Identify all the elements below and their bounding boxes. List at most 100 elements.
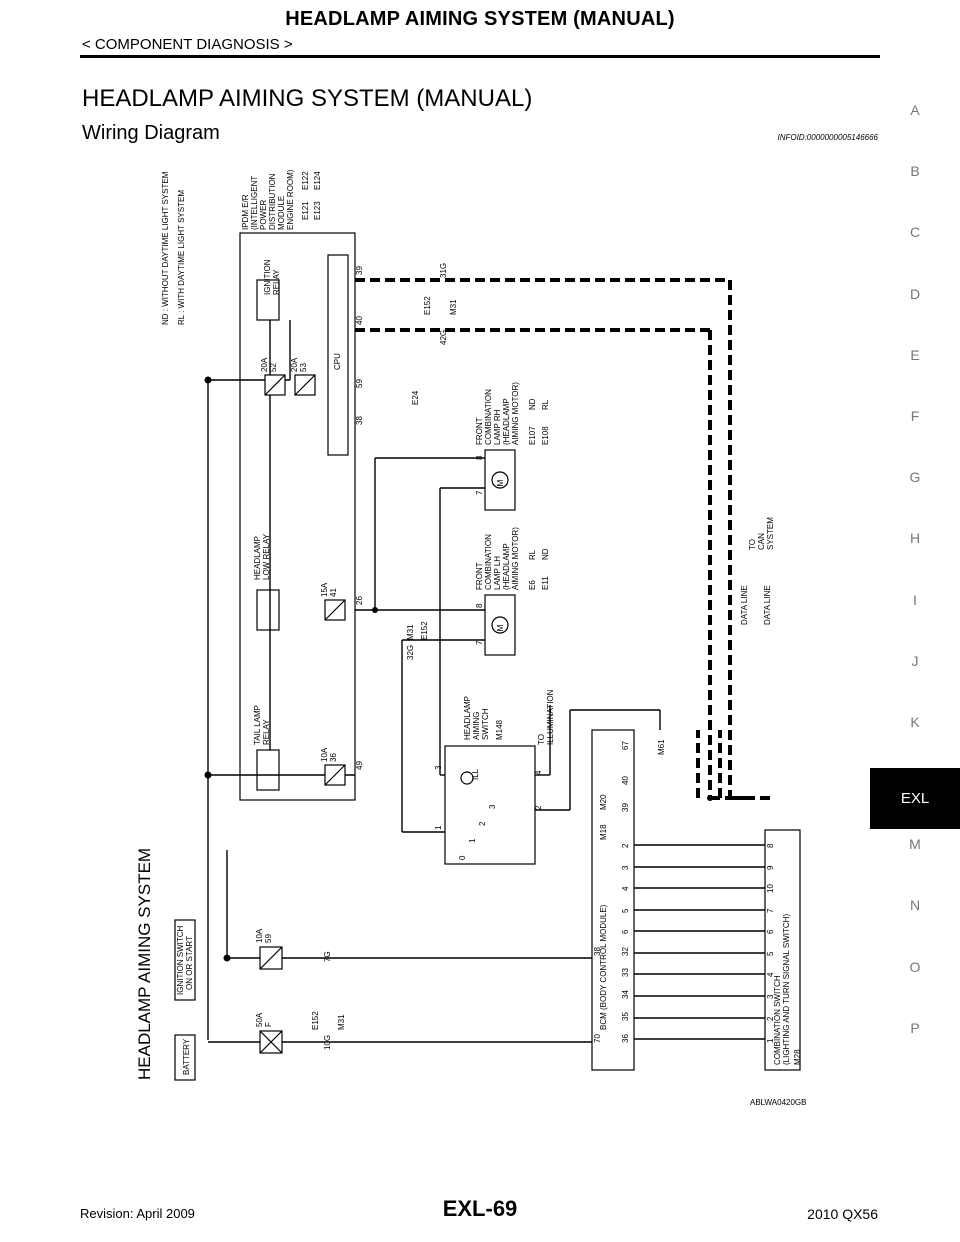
bcm-pin-33: 33	[621, 968, 630, 977]
side-index-k[interactable]: K	[910, 713, 920, 730]
side-index-h[interactable]: H	[909, 530, 921, 547]
fuse-53-num: 53	[299, 363, 308, 372]
term-32g: 32G	[406, 645, 415, 660]
side-index-g[interactable]: G	[909, 469, 921, 486]
fuse-41-num: 41	[329, 588, 338, 597]
bcm-pin-4: 4	[621, 886, 630, 891]
side-index-m[interactable]: M	[909, 836, 921, 853]
front-rh-label-4: AIMING MOTOR)	[511, 382, 520, 445]
ipdm-pin-38: 38	[355, 416, 364, 425]
term-31g: 31G	[439, 263, 448, 278]
ignition-switch-label-1: ON OR START	[185, 936, 194, 990]
ipdm-label-3: DISTRIBUTION	[268, 173, 277, 230]
bcm-box	[591, 729, 635, 1071]
motor-lh-pin-7: 7	[475, 640, 484, 645]
switch-pin-3: 3	[434, 765, 443, 770]
info-id: INFOID:0000000005146666	[777, 133, 878, 142]
side-index-f[interactable]: F	[910, 407, 920, 424]
ipdm-conn-e124: E124	[313, 171, 322, 190]
fuse-f-num: F	[264, 1022, 273, 1027]
combo-switch-box	[764, 829, 801, 1071]
ignition-switch-label-0: IGNITION SWITCH	[176, 925, 185, 995]
conn-e152-bot: E152	[311, 1011, 320, 1030]
front-rh-label-2: LAMP RH	[493, 409, 502, 445]
section-subtitle: Wiring Diagram	[82, 122, 220, 144]
fuse-59-rating: 10A	[255, 928, 264, 943]
side-index-d[interactable]: D	[909, 285, 921, 302]
aiming-switch-label-2: SWITCH	[481, 708, 490, 740]
front-rh-conn-e107: E107	[528, 426, 537, 445]
switch-pos-0: 0	[458, 855, 467, 860]
front-lh-label-3: (HEADLAMP	[502, 543, 511, 590]
front-lh-label-2: LAMP LH	[493, 556, 502, 590]
fuse-52-rating: 20A	[260, 357, 269, 372]
side-index-n[interactable]: N	[909, 897, 921, 914]
ipdm-label-4: MODULE	[277, 196, 286, 230]
ipdm-pin-26: 26	[355, 596, 364, 605]
bcm-pin-34: 34	[621, 990, 630, 999]
combo-switch-label-1: (LIGHTING AND TURN SIGNAL SWITCH)	[782, 914, 791, 1065]
to-can-1: CAN	[757, 533, 766, 550]
ipdm-pin-59: 59	[355, 379, 364, 388]
legend-nd: ND : WITHOUT DAYTIME LIGHT SYSTEM	[161, 171, 170, 325]
bcm-pin-3: 3	[621, 865, 630, 870]
combo-pin-5: 5	[766, 951, 775, 956]
front-lh-tag-rl: RL	[528, 549, 537, 560]
data-line-1: DATA LINE	[740, 585, 749, 625]
bcm-pin-36: 36	[621, 1034, 630, 1043]
side-index-e[interactable]: E	[910, 346, 920, 363]
bcm-pin-35: 35	[621, 1012, 630, 1021]
header-rule	[80, 55, 880, 58]
side-index-exl[interactable]: EXL	[870, 768, 960, 830]
term-7g: 7G	[323, 951, 332, 962]
switch-pos-3: 3	[488, 804, 497, 809]
conn-m31-bot: M31	[337, 1014, 346, 1030]
ipdm-box	[239, 232, 356, 801]
side-index-p[interactable]: P	[910, 1019, 920, 1036]
ipdm-conn-e122: E122	[301, 171, 310, 190]
aiming-switch-label-1: AIMING	[472, 712, 481, 740]
section-title: HEADLAMP AIMING SYSTEM (MANUAL)	[82, 85, 533, 112]
front-rh-tag-rl: RL	[541, 399, 550, 410]
side-index-a[interactable]: A	[910, 102, 920, 118]
motor-rh-symbol: M	[496, 479, 505, 486]
bcm-pin-67: 67	[621, 741, 630, 750]
fuse-36-num: 36	[329, 753, 338, 762]
ipdm-label-2: POWER	[259, 200, 268, 230]
figure-code: ABLWA0420GB	[750, 1098, 807, 1107]
ipdm-label-0: IPDM E/R	[241, 194, 250, 230]
wiring-diagram: ND : WITHOUT DAYTIME LIGHT SYSTEM RL : W…	[135, 169, 802, 1081]
to-can-0: TO	[748, 539, 757, 550]
bcm-pin-40: 40	[621, 776, 630, 785]
conn-e152-top: E152	[423, 296, 432, 315]
ground-m61: M61	[657, 739, 666, 755]
combo-pin-2: 2	[766, 1016, 775, 1021]
side-index-j[interactable]: J	[911, 652, 919, 669]
conn-m31-top: M31	[449, 299, 458, 315]
to-illumination-1: ILLUMINATION	[546, 689, 555, 745]
fuse-41-rating: 15A	[320, 582, 329, 597]
fuse-53-rating: 20A	[290, 357, 299, 372]
switch-pin-2: 2	[534, 805, 543, 810]
ipdm-conn-e123: E123	[313, 201, 322, 220]
switch-pos-1: 1	[468, 838, 477, 843]
side-index-o[interactable]: O	[909, 958, 921, 975]
combo-pin-7: 7	[766, 908, 775, 913]
bcm-pin-70: 70	[593, 1034, 602, 1043]
bcm-pin-32: 32	[621, 947, 630, 956]
side-index-i[interactable]: I	[913, 591, 917, 608]
front-lh-tag-nd: ND	[541, 548, 550, 560]
motor-rh-pin-8: 8	[475, 455, 484, 460]
combo-pin-4: 4	[766, 972, 775, 977]
front-lh-label-0: FRONT	[475, 562, 484, 590]
header-title: HEADLAMP AIMING SYSTEM (MANUAL)	[285, 8, 675, 30]
bcm-pin-39: 39	[621, 803, 630, 812]
combo-switch-conn: M28	[793, 1049, 802, 1065]
front-rh-tag-nd: ND	[528, 398, 537, 410]
aiming-switch-conn: M148	[495, 719, 504, 740]
legend-rl: RL : WITH DAYTIME LIGHT SYSTEM	[177, 190, 186, 325]
side-index-c[interactable]: C	[909, 224, 921, 241]
cpu-label: CPU	[333, 353, 342, 370]
bcm-conn-m18: M18	[599, 824, 608, 840]
side-index-b[interactable]: B	[910, 163, 920, 180]
